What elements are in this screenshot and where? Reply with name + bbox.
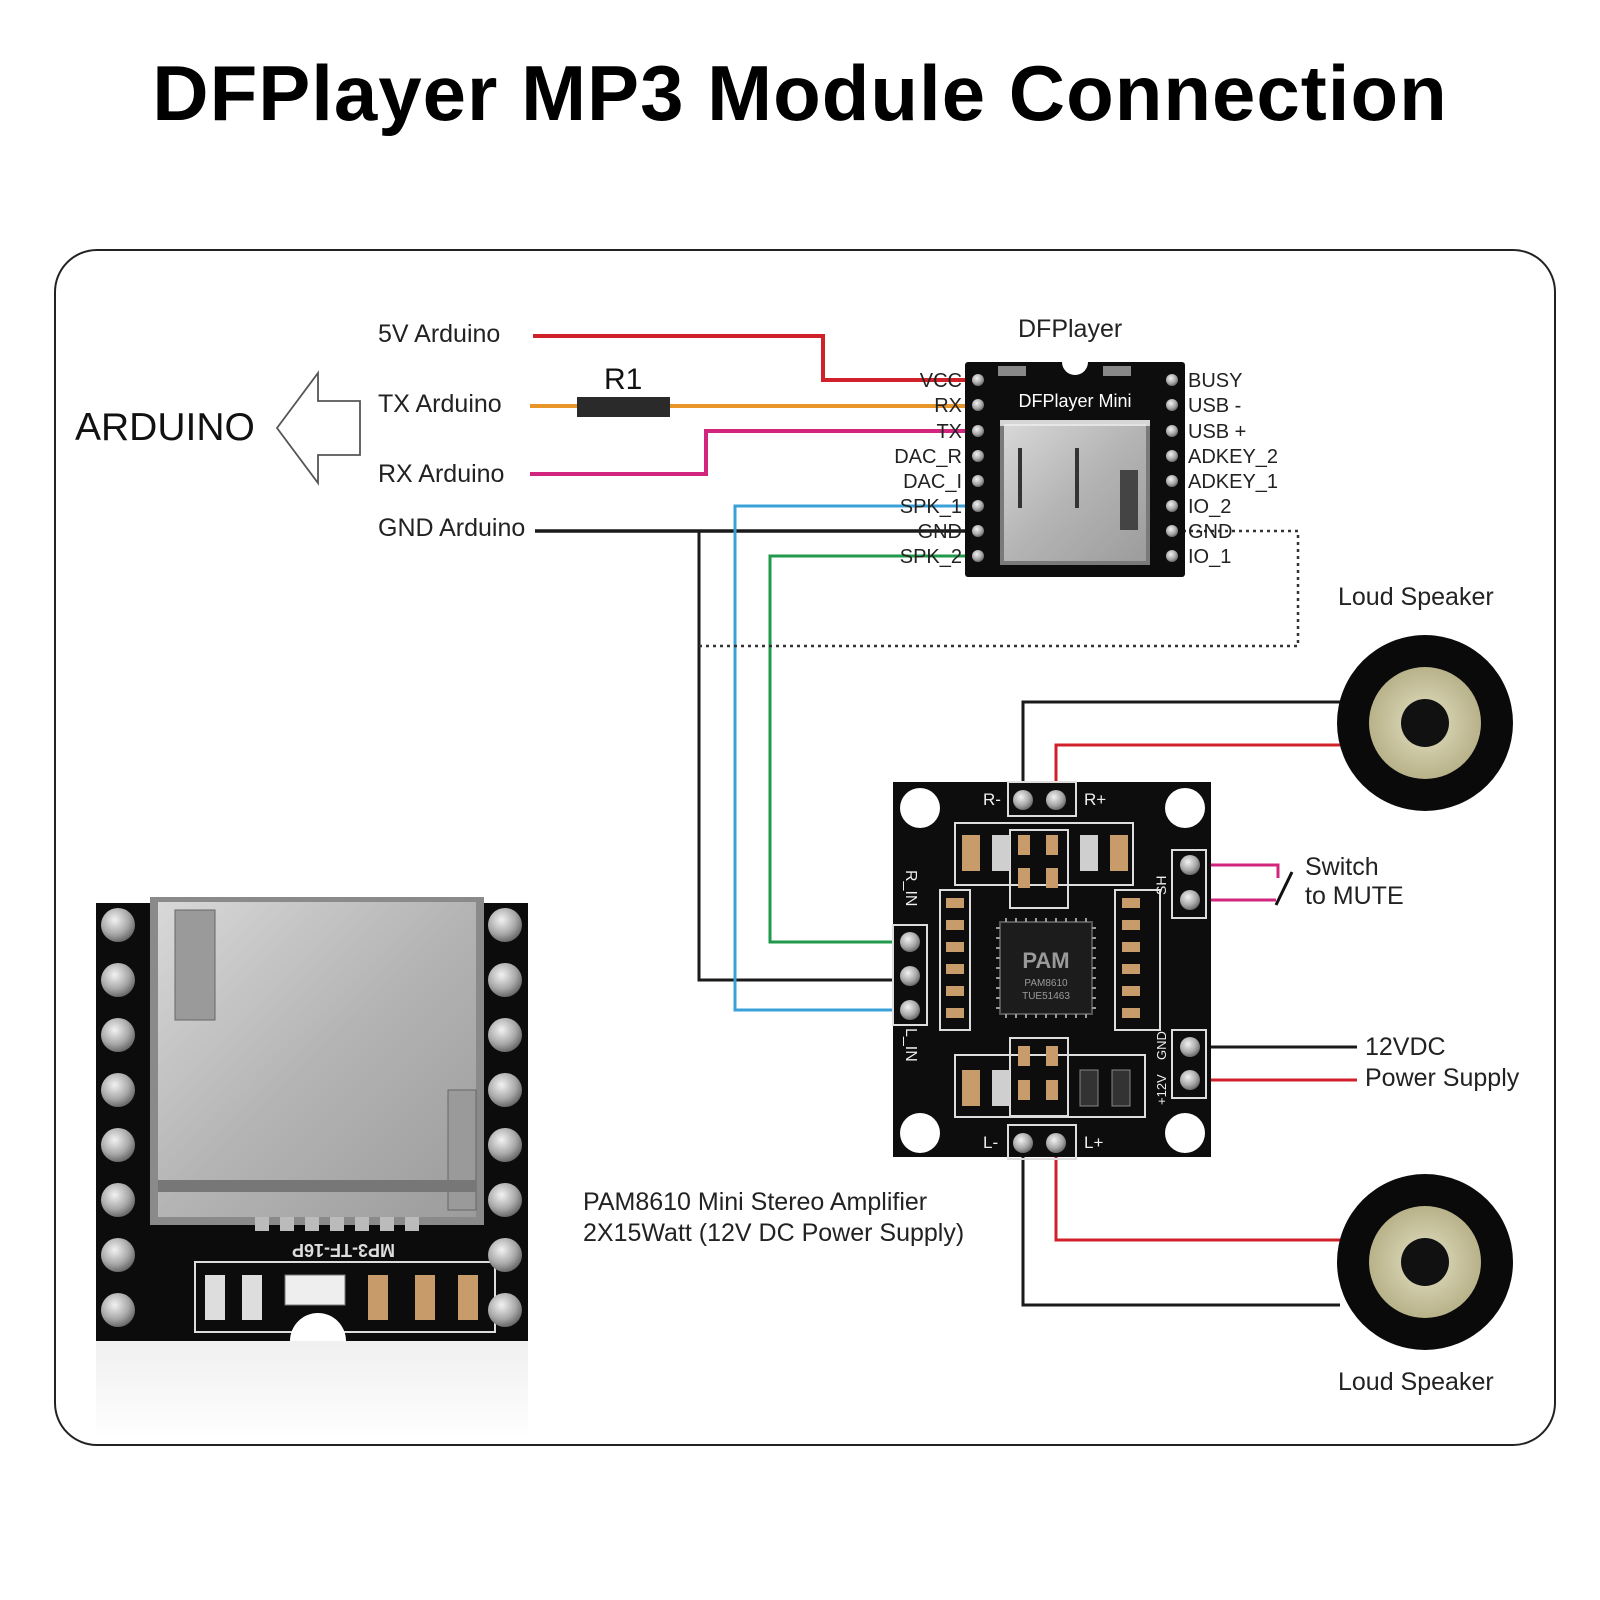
pad-label-l-minus: L- xyxy=(983,1133,998,1152)
pin-label-usb-plus: USB + xyxy=(1188,421,1246,443)
arduino-label: ARDUINO xyxy=(75,406,255,449)
pin-label-gnd-right: GND xyxy=(1188,521,1232,543)
pin-label-busy: BUSY xyxy=(1188,370,1242,392)
speaker-bottom-label: Loud Speaker xyxy=(1338,1368,1494,1396)
power-label-line2: Power Supply xyxy=(1365,1064,1520,1092)
label-gnd-arduino: GND Arduino xyxy=(378,514,525,542)
wire-speaker-bottom-neg xyxy=(1021,1143,1340,1307)
pin-label-tx: TX xyxy=(936,421,962,443)
switch-label-line2: to MUTE xyxy=(1305,882,1404,910)
pad-label-l-plus: L+ xyxy=(1084,1133,1103,1152)
wire-gnd-amp xyxy=(697,531,905,982)
arrow-icon xyxy=(275,370,361,486)
pad-label-12v: +12V xyxy=(1154,1074,1169,1105)
power-label-line1: 12VDC xyxy=(1365,1033,1446,1061)
switch-label-line1: Switch xyxy=(1305,853,1379,881)
wire-speaker-bottom-pos xyxy=(1054,1143,1340,1242)
pin-label-spk1: SPK_1 xyxy=(900,496,962,518)
pad-label-gnd: GND xyxy=(1154,1031,1169,1060)
wire-gnd-dotted xyxy=(699,529,1300,648)
label-5v-arduino: 5V Arduino xyxy=(378,320,500,348)
resistor-label: R1 xyxy=(604,363,642,396)
pin-label-adkey1: ADKEY_1 xyxy=(1188,471,1278,493)
pin-label-usb-minus: USB - xyxy=(1188,395,1241,417)
amplifier-board: PAM PAM8610 TUE51463 R- R+ L- L+ R_IN L_… xyxy=(892,781,1211,1160)
pin-label-io1: IO_1 xyxy=(1188,546,1231,568)
speaker-bottom-icon xyxy=(1337,1174,1513,1350)
dfplayer-board-label: DFPlayer Mini xyxy=(1018,391,1131,411)
wire-rx xyxy=(530,429,970,476)
wire-switch-1 xyxy=(1190,863,1280,878)
wire-vcc xyxy=(533,334,970,382)
speaker-top-label: Loud Speaker xyxy=(1338,583,1494,611)
speaker-top-icon xyxy=(1337,635,1513,811)
pin-label-gnd-left: GND xyxy=(918,521,962,543)
module-photo: MP3-TF-16P xyxy=(96,897,528,1369)
dfplayer-board: DFPlayer Mini xyxy=(965,349,1185,577)
page-title: DFPlayer MP3 Module Connection xyxy=(152,49,1448,137)
pad-label-r-in: R_IN xyxy=(902,870,919,906)
pin-label-adkey2: ADKEY_2 xyxy=(1188,446,1278,468)
pin-label-io2: IO_2 xyxy=(1188,496,1231,518)
diagram-frame xyxy=(54,249,1556,1446)
pad-label-r-plus: R+ xyxy=(1084,790,1106,809)
chip-code: TUE51463 xyxy=(1022,991,1070,1002)
pad-label-sh: SH xyxy=(1153,876,1169,895)
pin-label-dac-i: DAC_I xyxy=(903,471,962,493)
chip-brand: PAM xyxy=(1022,948,1069,973)
wire-speaker-top-neg xyxy=(1021,700,1340,800)
pad-label-r-minus: R- xyxy=(983,790,1001,809)
pin-label-spk2: SPK_2 xyxy=(900,546,962,568)
pin-label-vcc: VCC xyxy=(920,370,962,392)
amplifier-caption-line1: PAM8610 Mini Stereo Amplifier xyxy=(583,1188,927,1216)
wire-spk2 xyxy=(768,554,970,944)
pin-label-rx: RX xyxy=(934,395,962,417)
chip-model: PAM8610 xyxy=(1024,978,1068,989)
switch-lever xyxy=(1274,871,1294,906)
amplifier-caption-line2: 2X15Watt (12V DC Power Supply) xyxy=(583,1219,964,1247)
pad-label-l-in: L_IN xyxy=(902,1028,919,1062)
module-silkscreen: MP3-TF-16P xyxy=(292,1240,395,1260)
pin-label-dac-r: DAC_R xyxy=(894,446,962,468)
dfplayer-title: DFPlayer xyxy=(1018,315,1122,343)
label-rx-arduino: RX Arduino xyxy=(378,460,504,488)
wire-spk1 xyxy=(733,504,970,1012)
resistor-r1 xyxy=(577,397,670,417)
label-tx-arduino: TX Arduino xyxy=(378,390,502,418)
